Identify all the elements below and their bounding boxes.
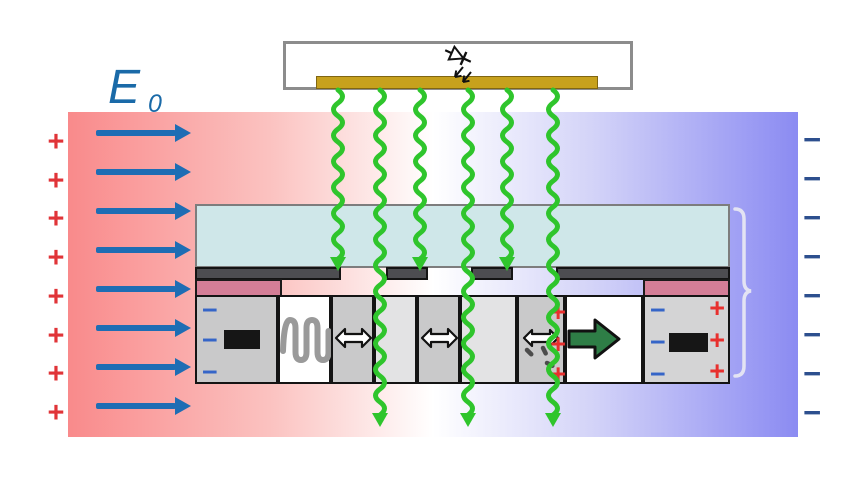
plus-sign: + [550,297,566,327]
field-arrow [96,163,191,181]
double-arrow-icon [334,327,373,349]
field-arrow [96,124,191,142]
plus-sign: + [47,203,65,236]
left-charge-column: + + + + + + + + [43,126,69,429]
minus-sign: − [802,278,822,313]
coil-spring-icon [280,317,332,363]
minus-sign: − [802,317,822,352]
plus-sign: + [550,359,566,389]
glass-layer [195,204,730,268]
black-block-icon [224,330,260,349]
double-arrow-icon [420,327,459,349]
minus-sign: − [802,395,822,430]
field-arrow [96,358,191,376]
oscillation-cell [417,295,460,384]
minus-sign: − [650,327,666,357]
minus-sign: − [202,357,218,387]
oscillation-cell [331,295,374,384]
excited-cell: + + + [517,295,566,389]
minus-sign: − [650,295,666,325]
gap-cell [460,295,517,384]
minus-sign: − [802,122,822,157]
e-field-subscript: 0 [148,90,162,118]
field-arrow [96,319,191,337]
spring-cell [278,295,332,384]
field-arrow [96,280,191,298]
plus-sign: + [709,325,725,355]
minus-sign: − [650,359,666,389]
plus-sign: + [47,280,65,313]
plus-sign: + [47,126,65,158]
minus-sign: − [802,356,822,391]
right-charge-column: − − − − − − − − [799,122,825,430]
plus-sign: + [709,293,725,323]
e-field-arrows [96,124,194,415]
field-arrow [96,397,191,415]
plus-sign: + [47,396,65,429]
field-arrow [96,241,191,259]
e-field-symbol: E [108,61,142,114]
drift-arrow-icon [567,318,621,360]
electrode-strip [386,267,428,280]
plus-sign: + [47,164,65,197]
drift-cell [565,295,643,384]
minus-sign: − [802,239,822,274]
minus-sign: − [802,200,822,235]
gold-electrode-bar [316,76,598,89]
charged-cell-left: − − − [195,295,278,387]
plus-sign: + [47,319,65,352]
minus-sign: − [802,161,822,196]
minus-sign: − [202,295,218,325]
plus-sign: + [709,356,725,386]
black-block-icon [669,333,708,352]
electrode-strip [471,267,513,280]
gap-cell [374,295,417,384]
plus-sign: + [550,329,566,359]
field-arrow [96,202,191,220]
plus-sign: + [47,358,65,391]
plus-sign: + [47,242,65,275]
minus-sign: − [202,325,218,355]
charged-cell-right: − − − + + + [643,293,730,389]
